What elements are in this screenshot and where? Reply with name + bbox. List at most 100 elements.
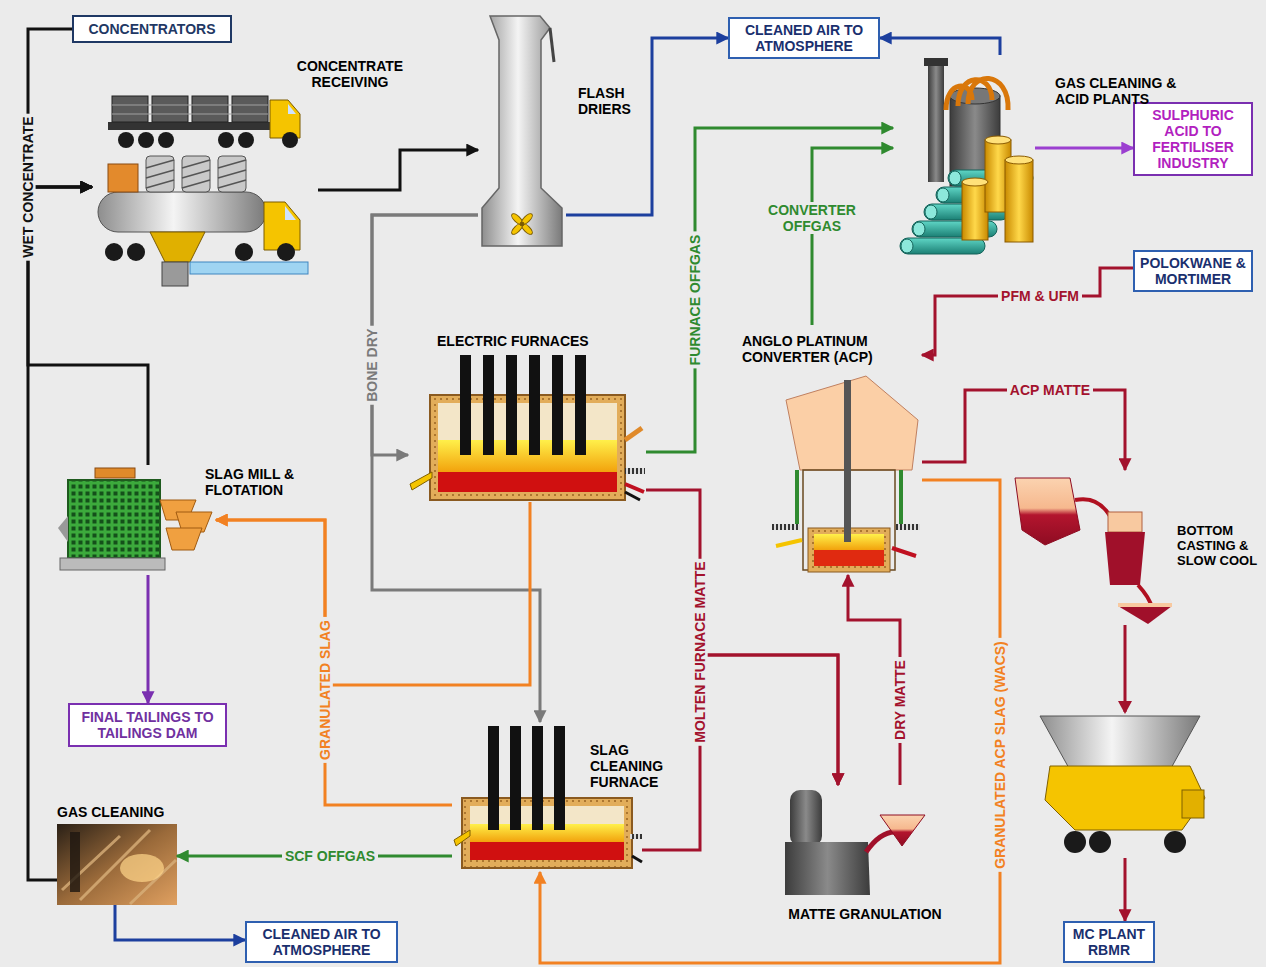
slag-cleaning-furnace (632, 856, 642, 862)
slag-mill (60, 558, 165, 570)
converter (772, 524, 800, 530)
converter (772, 376, 920, 572)
casting-ladles (1105, 532, 1145, 585)
delivery-trucks (108, 122, 270, 130)
electric-furnace (552, 355, 563, 455)
flash-drier (510, 222, 524, 236)
matte-granulator (880, 815, 925, 846)
flow-line (147, 575, 150, 703)
converter (786, 376, 918, 470)
converter (776, 540, 802, 546)
flash-drier (550, 28, 554, 62)
flow-line (28, 187, 92, 880)
flow-line (1124, 625, 1127, 921)
delivery-trucks (105, 243, 123, 261)
gas-cleaning-photo (62, 830, 176, 904)
matte-granulator (866, 832, 895, 852)
flow-line (540, 480, 1000, 963)
delivery-trucks (112, 105, 268, 114)
process-box: CLEANED AIR TO ATMOSPHERE (728, 17, 880, 59)
box-label: CONCENTRATORS (80, 21, 224, 37)
flash-drier (520, 222, 524, 226)
slag-cleaning-furnace (554, 726, 565, 830)
casting-ladles (1118, 606, 1172, 624)
casting-ladles (1108, 512, 1142, 532)
acid-plant (985, 136, 1011, 144)
acid-plant (928, 62, 944, 182)
flash-drier (520, 222, 534, 236)
converter (795, 470, 799, 528)
unit-label: SLAG CLEANING FURNACE (590, 742, 670, 790)
delivery-trucks (152, 96, 188, 122)
flow-label: FURNACE OFFGAS (687, 232, 703, 369)
delivery-trucks (192, 96, 228, 122)
flow-label: GRANULATED ACP SLAG (WACS) (992, 638, 1008, 872)
delivery-trucks (190, 262, 308, 274)
delivery-trucks (98, 192, 266, 232)
converter (892, 548, 916, 556)
flow-line (28, 187, 148, 465)
gas-cleaning-photo (57, 824, 177, 905)
casting-ladles (1015, 478, 1080, 545)
acid-plant (946, 78, 1008, 110)
electric-furnace (625, 468, 645, 474)
electric-furnace (460, 355, 586, 455)
unit-label: FLASH DRIERS (578, 85, 642, 117)
casting-ladles (1118, 603, 1172, 607)
flow-label: BONE DRY (364, 325, 380, 404)
matte-granulator (790, 790, 822, 846)
delivery-trucks (264, 202, 300, 250)
flow-line (922, 390, 1125, 470)
box-label: SULPHURIC ACID TO FERTILISER INDUSTRY (1140, 107, 1246, 171)
slag-cleaning-furnace (488, 726, 565, 830)
process-box: POLOKWANE & MORTIMER (1133, 250, 1253, 292)
acid-plant (1005, 160, 1033, 242)
flow-label: WET CONCENTRATE (20, 113, 36, 260)
dump-truck (1164, 831, 1186, 853)
converter (896, 524, 920, 530)
slag-mill (58, 516, 68, 542)
gas-cleaning-photo (120, 854, 164, 882)
delivery-trucks (118, 132, 134, 148)
delivery-trucks (288, 104, 296, 114)
unit-label: GAS CLEANING & ACID PLANTS (1055, 75, 1203, 107)
flow-line (216, 520, 452, 805)
flow-line (642, 655, 838, 850)
flow-line (1035, 147, 1133, 150)
flow-line (646, 490, 838, 785)
gas-cleaning-photo (70, 832, 80, 892)
delivery-trucks (285, 206, 296, 220)
process-box: CLEANED AIR TO ATMOSPHERE (245, 921, 398, 963)
process-box: CONCENTRATORS (72, 15, 232, 43)
acid-plant (962, 136, 1033, 186)
electric-furnace (483, 355, 494, 455)
delivery-trucks (270, 100, 300, 138)
box-label: MC PLANT RBMR (1069, 926, 1149, 958)
unit-label: CONCENTRATE RECEIVING (285, 58, 415, 90)
dump-truck (1040, 701, 1205, 853)
delivery-trucks (158, 132, 174, 148)
delivery-trucks (118, 132, 298, 148)
electric-furnace (430, 395, 625, 500)
process-unit: FLASH DRIERS (478, 14, 566, 246)
flow-line (28, 29, 92, 187)
process-unit: GAS CLEANING (57, 803, 177, 905)
acid-plant (901, 171, 961, 253)
electric-furnace (410, 355, 645, 500)
flow-line (880, 38, 1000, 55)
casting-ladles (1015, 478, 1172, 624)
flow-line (216, 502, 530, 685)
dump-truck (1040, 716, 1200, 770)
delivery-trucks (235, 243, 253, 261)
delivery-trucks (98, 96, 308, 286)
slag-mill (160, 500, 212, 550)
box-label: POLOKWANE & MORTIMER (1140, 255, 1246, 287)
delivery-trucks (218, 132, 234, 148)
delivery-trucks (238, 132, 254, 148)
gas-cleaning-photo (57, 824, 177, 905)
converter (844, 380, 851, 542)
flow-line (646, 128, 893, 452)
matte-granulator (785, 790, 925, 895)
